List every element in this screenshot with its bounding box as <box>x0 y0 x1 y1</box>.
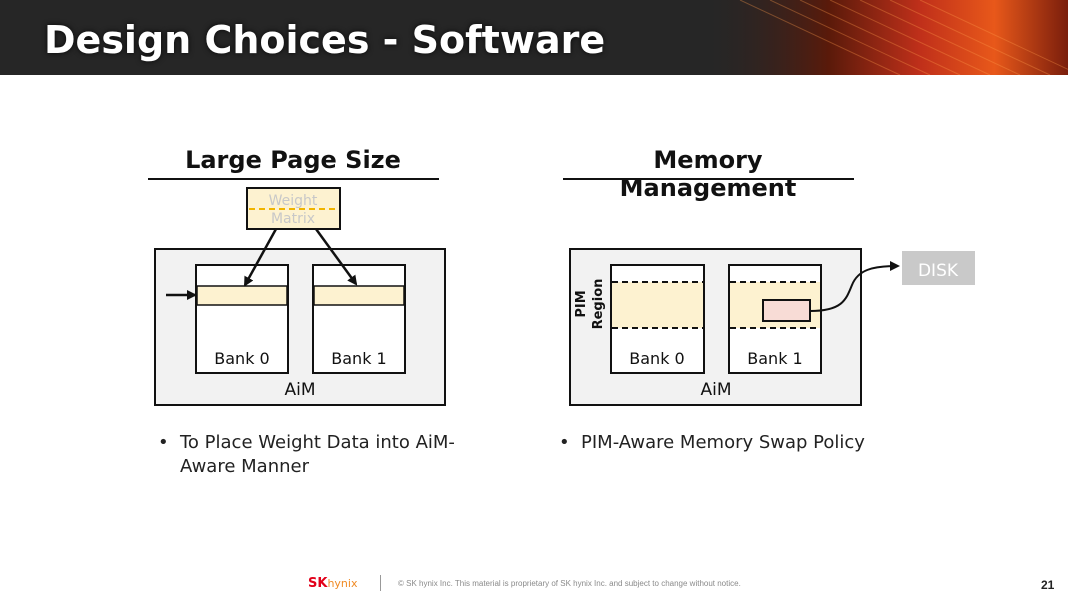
swap-arrow <box>809 261 900 312</box>
swap-block <box>762 299 811 322</box>
footer-notice: © SK hynix Inc. This material is proprie… <box>398 579 741 588</box>
right-bank1-label: Bank 1 <box>747 349 802 368</box>
slide-title: Design Choices - Software <box>44 18 606 62</box>
right-bullet-text: PIM-Aware Memory Swap Policy <box>581 432 865 453</box>
right-bank0-region <box>612 282 703 328</box>
left-bank0-row <box>196 285 288 306</box>
right-bullet-dot: • <box>559 432 570 453</box>
left-bank1-label: Bank 1 <box>331 349 386 368</box>
arrow-weight-to-bank1 <box>314 228 358 286</box>
logo-sk: SK <box>308 576 328 591</box>
logo-hynix: hynix <box>327 577 358 590</box>
right-bank0-label: Bank 0 <box>629 349 684 368</box>
page-number: 21 <box>1041 578 1055 592</box>
left-aim-label: AiM <box>284 380 315 400</box>
left-bullet: • To Place Weight Data into AiM- Aware M… <box>158 431 480 479</box>
left-bank1-row <box>313 285 405 306</box>
weight-matrix-label-1: Weight <box>269 193 318 209</box>
arrow-weight-to-bank0 <box>243 228 278 287</box>
pim-region-label-1: PIM <box>574 290 589 317</box>
left-bank0-label: Bank 0 <box>214 349 269 368</box>
pim-region-label-2: Region <box>591 279 606 330</box>
right-aim-label: AiM <box>700 380 731 400</box>
left-bullet-line2: Aware Manner <box>180 456 309 477</box>
footer-separator <box>380 575 381 591</box>
sk-hynix-logo: SKhynix <box>308 576 357 591</box>
left-bullet-dot: • <box>158 432 169 453</box>
disk-box <box>902 251 975 285</box>
right-bullet: • PIM-Aware Memory Swap Policy <box>559 431 901 455</box>
disk-label: DISK <box>918 261 959 281</box>
left-section-title: Large Page Size <box>185 146 401 174</box>
header-decoration <box>700 0 1068 75</box>
left-bank0-box <box>195 264 289 374</box>
slide-header: Design Choices - Software <box>0 0 1068 75</box>
weight-matrix-label-2: Matrix <box>271 211 315 227</box>
left-bullet-line1: To Place Weight Data into AiM- <box>180 432 455 453</box>
left-bank1-box <box>312 264 406 374</box>
